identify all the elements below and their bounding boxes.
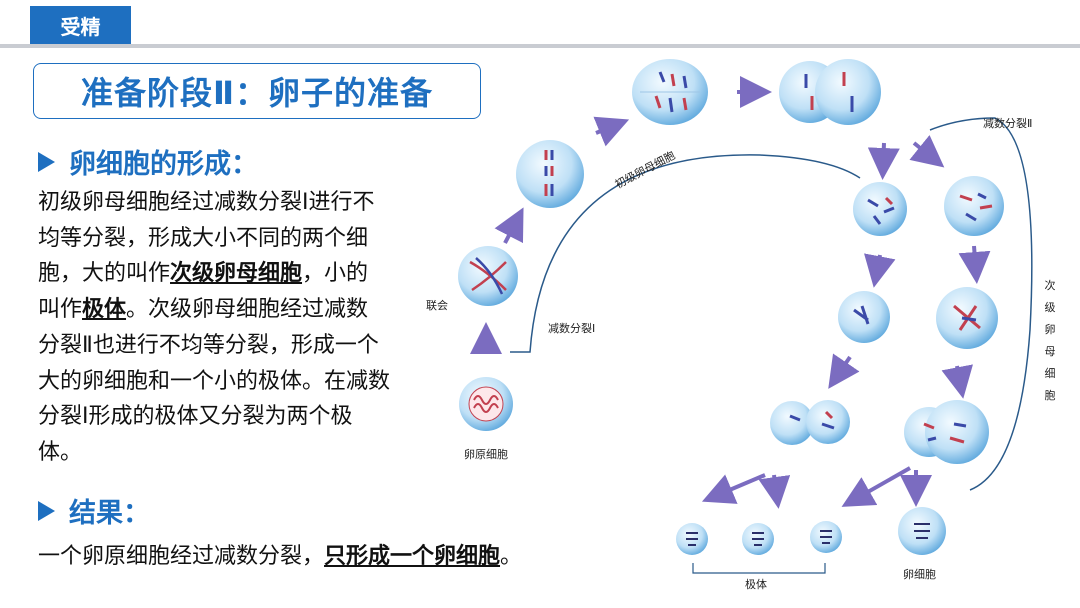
result-text: 。	[500, 544, 523, 569]
arrow-down	[941, 364, 973, 399]
secondary-oocyte-dividing-cell	[904, 400, 989, 464]
result-emphasis: 只形成一个卵细胞	[324, 544, 501, 569]
section-heading-text: 结果：	[69, 498, 150, 529]
arrow-down-left	[828, 353, 860, 389]
polar-body-metaphase-cell	[838, 291, 890, 343]
label-oogonium: 卵原细胞	[464, 448, 508, 461]
result-sentence: 一个卵原细胞经过减数分裂，只形成一个卵细胞。	[38, 538, 522, 570]
term-polar-body: 极体	[82, 297, 127, 323]
polar-body-dividing-cell	[770, 400, 850, 445]
polar-bodies-bracket	[692, 563, 826, 574]
label-meiosis1: 减数分裂Ⅰ	[548, 322, 596, 335]
section-heading-egg-formation: 卵细胞的形成：	[38, 142, 258, 181]
label-synapsis: 联会	[426, 299, 448, 312]
arrow-down-right	[909, 134, 945, 168]
arrow-down	[864, 253, 896, 288]
polar-body-c-cell	[810, 521, 842, 553]
paragraph-text: 。次级卵母细胞经过减数分裂Ⅱ也进行不均等分裂，形成一个大的卵细胞和一个小的极体。…	[38, 297, 391, 465]
triangle-bullet-icon	[38, 151, 55, 172]
label-polar-bodies: 极体	[745, 578, 767, 591]
body-paragraph: 初级卵母细胞经过减数分裂Ⅰ进行不均等分裂，形成大小不同的两个细胞，大的叫作次级卵…	[38, 185, 390, 471]
primary-oocyte-cell	[516, 140, 584, 208]
arrow-down	[958, 245, 991, 284]
arrow-down	[867, 142, 900, 180]
arrow-down-left	[701, 473, 766, 504]
result-text: 一个卵原细胞经过减数分裂，	[38, 544, 325, 569]
label-meiosis2: 减数分裂Ⅱ	[983, 117, 1033, 130]
arrow-up-right	[494, 207, 524, 244]
polar-body-a-cell	[676, 523, 708, 555]
polar-body-1-cell	[853, 182, 907, 236]
oogonium-cell	[459, 377, 513, 431]
arrow-down	[758, 474, 791, 509]
paragraph-text: ，小的叫作	[38, 261, 369, 323]
secondary-oocyte-cell	[944, 176, 1004, 236]
label-secondary-oocyte: 次级卵母细胞	[1044, 279, 1056, 402]
synapsis-cell	[458, 246, 518, 306]
section-heading-text: 卵细胞的形成：	[69, 149, 258, 180]
triangle-bullet-icon	[38, 500, 55, 521]
header-tag: 受精	[30, 6, 131, 44]
arrow-right	[593, 116, 630, 147]
meiosis2-arc	[929, 117, 1033, 491]
meiosis1-arc	[510, 154, 861, 353]
page-title: 准备阶段Ⅱ：卵子的准备	[33, 63, 481, 119]
polar-body-b-cell	[742, 523, 774, 555]
header-divider	[0, 44, 1080, 48]
telophase1-cell	[779, 59, 881, 125]
metaphase1-cell	[632, 59, 708, 125]
egg-cell	[898, 507, 946, 555]
paragraph-text: 初级卵母细胞经过减数分裂Ⅰ进行不均等分裂，形成大小不同的两个细胞，大的叫作	[38, 190, 375, 287]
label-egg: 卵细胞	[903, 568, 936, 581]
secondary-oocyte-metaphase-cell	[936, 287, 998, 349]
section-heading-result: 结果：	[38, 491, 150, 530]
arrow-down-left	[841, 466, 911, 507]
term-secondary-oocyte: 次级卵母细胞	[170, 261, 303, 287]
